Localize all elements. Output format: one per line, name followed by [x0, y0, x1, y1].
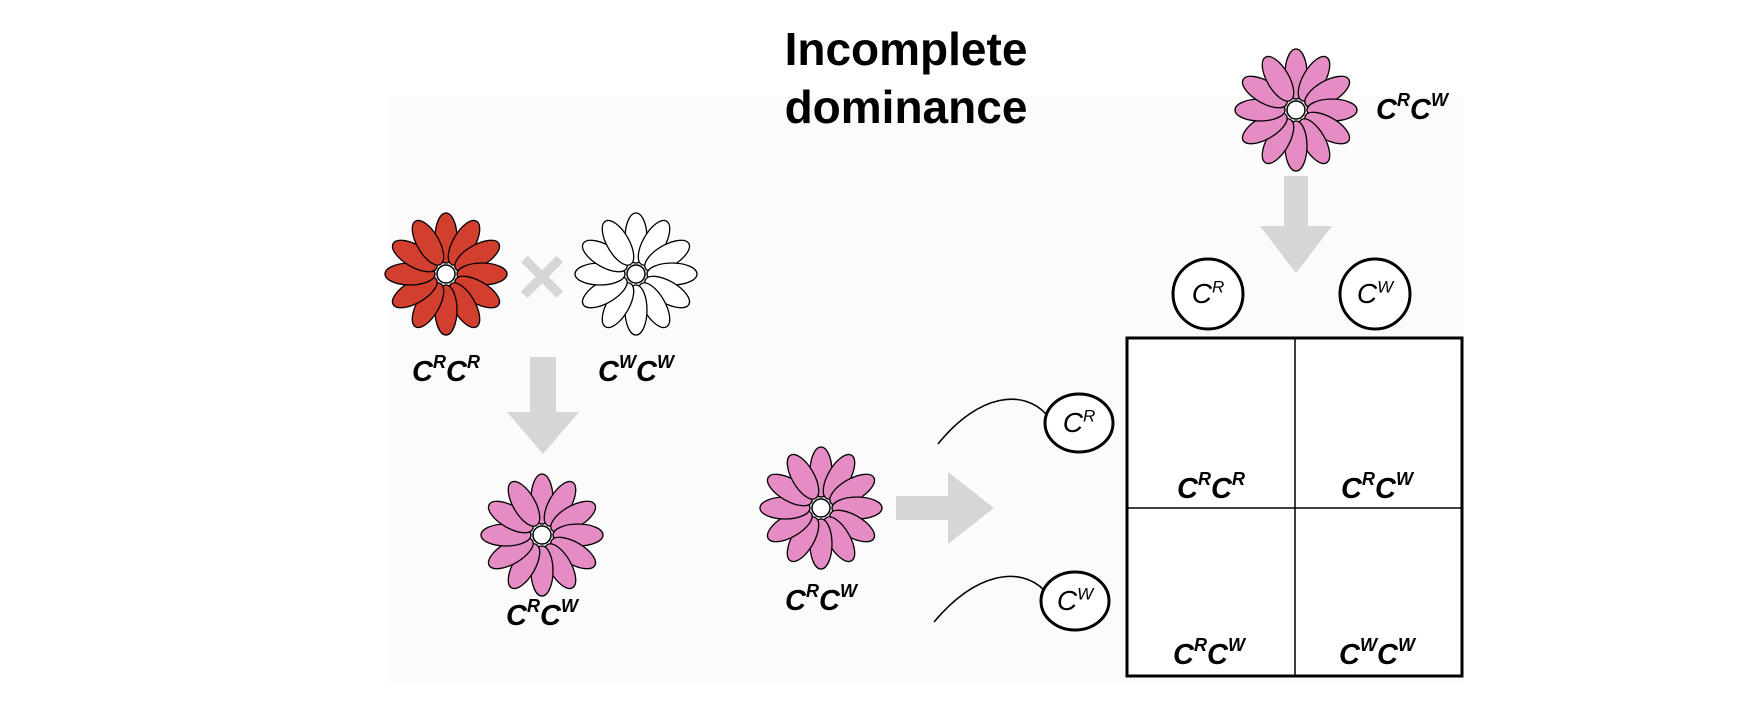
allele-circle [1043, 392, 1115, 454]
petal [507, 480, 541, 527]
petal [601, 219, 635, 266]
allele-label: CW [1056, 584, 1094, 616]
petal [411, 219, 445, 266]
punnett-cell-genotype: CRCW [1173, 635, 1245, 671]
allele-label: CW [1356, 277, 1394, 309]
flower-center [811, 498, 831, 518]
flower-center [1286, 100, 1306, 120]
punnett-cell-genotype: CRCW [1341, 469, 1413, 505]
genotype-label: CRCR [412, 352, 480, 388]
title-line-1: Incomplete [784, 23, 1028, 75]
genotype-label: CRCW [506, 596, 578, 632]
genotype-label: CWCW [598, 352, 674, 388]
title-line-2: dominance [784, 81, 1028, 133]
flower-center [532, 525, 552, 545]
allele-circle [1039, 570, 1111, 632]
genotype-label: CRCW [1376, 90, 1448, 126]
petal [1261, 55, 1295, 102]
pink-flower-icon [1234, 48, 1358, 172]
cross-symbol: × [517, 229, 566, 323]
gamete-line [933, 575, 1045, 623]
down-arrow-icon [507, 357, 579, 454]
punnett-cell-genotype: CWCW [1339, 635, 1415, 671]
flower-center [626, 264, 646, 284]
petal [786, 453, 820, 500]
allele-circle [1171, 257, 1245, 331]
pink-flower-icon [480, 473, 604, 597]
flower-center [436, 264, 456, 284]
gamete-line [937, 398, 1047, 445]
punnett-cell-genotype: CRCR [1177, 469, 1245, 505]
red-flower-icon [384, 212, 508, 336]
allele-label: CR [1191, 277, 1225, 309]
diagram-title: Incomplete dominance [726, 20, 1086, 136]
white-flower-icon [574, 212, 698, 336]
pink-flower-icon [759, 446, 883, 570]
allele-circle [1338, 257, 1412, 331]
down-arrow-icon [1260, 176, 1332, 273]
right-arrow-icon [896, 472, 994, 544]
genotype-label: CRCW [785, 581, 857, 617]
allele-label: CR [1062, 406, 1096, 438]
